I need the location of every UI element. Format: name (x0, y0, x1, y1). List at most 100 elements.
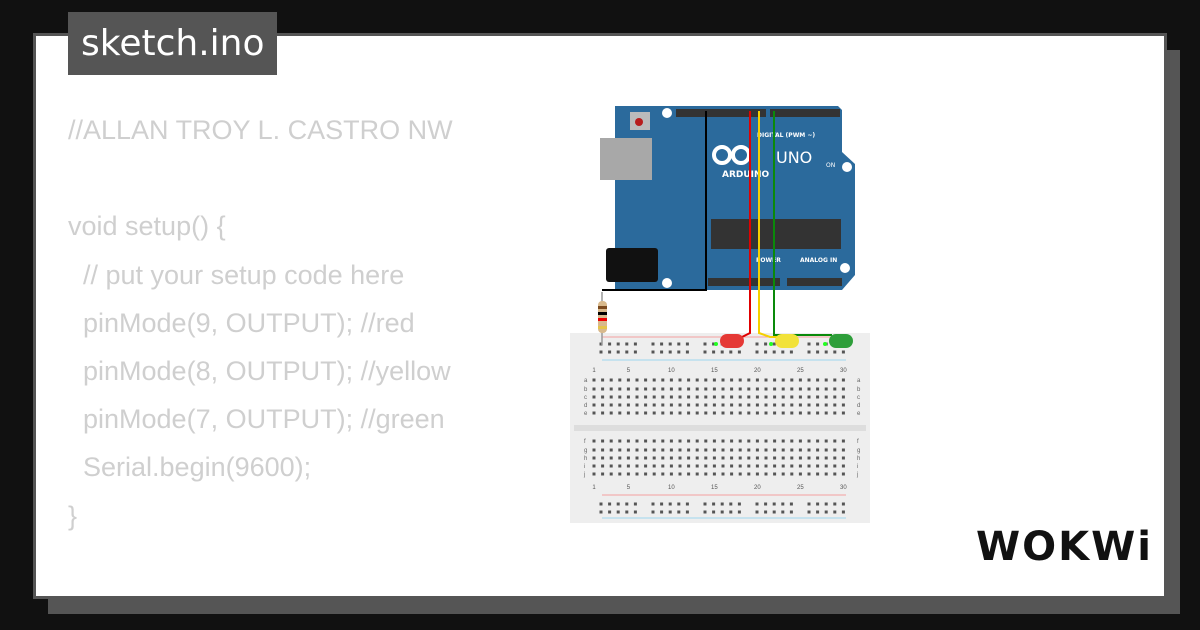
power-rail-hole[interactable] (772, 350, 776, 354)
power-rail-hole[interactable] (764, 510, 768, 514)
breadboard-hole[interactable] (592, 448, 596, 452)
power-rail-hole[interactable] (625, 510, 629, 514)
breadboard-hole[interactable] (773, 411, 777, 415)
breadboard-hole[interactable] (678, 456, 682, 460)
breadboard-hole[interactable] (652, 439, 656, 443)
breadboard-hole[interactable] (781, 403, 785, 407)
wire-red[interactable] (741, 111, 751, 338)
breadboard-hole[interactable] (626, 403, 630, 407)
breadboard-hole[interactable] (841, 456, 845, 460)
breadboard-hole[interactable] (755, 411, 759, 415)
breadboard-hole[interactable] (695, 472, 699, 476)
power-rail-hole[interactable] (841, 350, 845, 354)
power-rail-hole[interactable] (633, 502, 637, 506)
power-rail-hole[interactable] (660, 350, 664, 354)
breadboard-hole[interactable] (678, 378, 682, 382)
breadboard-hole[interactable] (592, 378, 596, 382)
power-rail-hole[interactable] (789, 350, 793, 354)
power-rail-hole[interactable] (824, 502, 828, 506)
power-rail-hole[interactable] (737, 510, 741, 514)
breadboard-hole[interactable] (678, 411, 682, 415)
power-rail-hole[interactable] (633, 350, 637, 354)
power-rail-hole[interactable] (608, 350, 612, 354)
breadboard-hole[interactable] (781, 395, 785, 399)
breadboard-hole[interactable] (833, 439, 837, 443)
power-rail-hole[interactable] (807, 502, 811, 506)
breadboard-hole[interactable] (661, 472, 665, 476)
breadboard-hole[interactable] (807, 403, 811, 407)
breadboard-hole[interactable] (730, 448, 734, 452)
breadboard-hole[interactable] (601, 378, 605, 382)
breadboard-hole[interactable] (833, 456, 837, 460)
breadboard-hole[interactable] (824, 464, 828, 468)
breadboard-hole[interactable] (738, 378, 742, 382)
breadboard-hole[interactable] (807, 456, 811, 460)
breadboard-hole[interactable] (798, 464, 802, 468)
breadboard-hole[interactable] (790, 403, 794, 407)
breadboard-hole[interactable] (592, 395, 596, 399)
power-rail-hole[interactable] (703, 502, 707, 506)
led-green[interactable] (823, 334, 853, 348)
power-rail-hole[interactable] (616, 350, 620, 354)
breadboard-hole[interactable] (635, 464, 639, 468)
power-rail-hole[interactable] (816, 502, 820, 506)
breadboard-hole[interactable] (841, 439, 845, 443)
breadboard-hole[interactable] (764, 456, 768, 460)
breadboard-hole[interactable] (695, 387, 699, 391)
breadboard-hole[interactable] (609, 387, 613, 391)
power-rail-hole[interactable] (685, 510, 689, 514)
power-rail-hole[interactable] (608, 510, 612, 514)
breadboard-hole[interactable] (824, 411, 828, 415)
breadboard-hole[interactable] (816, 456, 820, 460)
breadboard-hole[interactable] (755, 378, 759, 382)
breadboard-hole[interactable] (764, 464, 768, 468)
breadboard-hole[interactable] (618, 456, 622, 460)
breadboard-hole[interactable] (730, 411, 734, 415)
breadboard-hole[interactable] (790, 472, 794, 476)
breadboard-hole[interactable] (790, 439, 794, 443)
power-rail-hole[interactable] (685, 342, 689, 346)
breadboard-hole[interactable] (738, 472, 742, 476)
breadboard-hole[interactable] (747, 464, 751, 468)
power-rail-hole[interactable] (807, 342, 811, 346)
power-rail-hole[interactable] (677, 350, 681, 354)
breadboard-hole[interactable] (669, 464, 673, 468)
breadboard-hole[interactable] (712, 387, 716, 391)
breadboard-hole[interactable] (816, 472, 820, 476)
breadboard-hole[interactable] (609, 472, 613, 476)
breadboard-hole[interactable] (781, 439, 785, 443)
breadboard-hole[interactable] (738, 464, 742, 468)
breadboard-hole[interactable] (730, 387, 734, 391)
breadboard-hole[interactable] (747, 403, 751, 407)
breadboard-hole[interactable] (824, 395, 828, 399)
breadboard-hole[interactable] (661, 456, 665, 460)
breadboard-hole[interactable] (721, 387, 725, 391)
breadboard-hole[interactable] (644, 472, 648, 476)
breadboard-hole[interactable] (695, 378, 699, 382)
breadboard-hole[interactable] (601, 395, 605, 399)
breadboard-hole[interactable] (721, 395, 725, 399)
breadboard-hole[interactable] (592, 403, 596, 407)
power-rail-hole[interactable] (720, 510, 724, 514)
power-rail-hole[interactable] (729, 350, 733, 354)
breadboard-hole[interactable] (764, 411, 768, 415)
power-rail-hole[interactable] (816, 342, 820, 346)
power-rail-hole[interactable] (755, 502, 759, 506)
power-rail-hole[interactable] (755, 342, 759, 346)
breadboard-hole[interactable] (824, 387, 828, 391)
breadboard-hole[interactable] (807, 411, 811, 415)
breadboard-hole[interactable] (695, 464, 699, 468)
breadboard-hole[interactable] (618, 472, 622, 476)
breadboard-hole[interactable] (764, 472, 768, 476)
breadboard-hole[interactable] (781, 448, 785, 452)
power-rail-hole[interactable] (608, 502, 612, 506)
breadboard-hole[interactable] (712, 464, 716, 468)
breadboard-hole[interactable] (773, 448, 777, 452)
power-rail-hole[interactable] (841, 510, 845, 514)
breadboard-hole[interactable] (669, 403, 673, 407)
breadboard-hole[interactable] (841, 464, 845, 468)
power-rail-hole[interactable] (816, 510, 820, 514)
breadboard-hole[interactable] (687, 378, 691, 382)
power-rail-hole[interactable] (781, 502, 785, 506)
power-rail-hole[interactable] (772, 342, 776, 346)
